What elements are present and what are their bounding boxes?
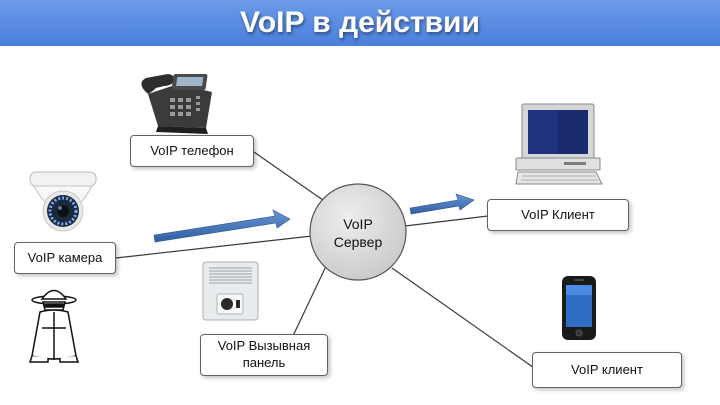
connection-lines (115, 151, 538, 371)
server-label-line2: Сервер (333, 233, 383, 250)
node-voip-doorpanel-label-line2: панель (242, 355, 286, 370)
dome-camera-icon (29, 171, 97, 232)
line-server-client-pc (404, 215, 489, 227)
server-node (309, 183, 407, 281)
node-voip-doorpanel: VoIP Вызывная панель (200, 334, 328, 376)
node-voip-client-mobile: VoIP клиент (532, 352, 682, 388)
line-phone-server (253, 151, 331, 206)
line-camera-server (115, 235, 313, 259)
node-voip-camera: VoIP камера (14, 242, 116, 274)
node-voip-client-mobile-label: VoIP клиент (571, 361, 643, 377)
node-voip-phone: VoIP телефон (130, 135, 254, 167)
spy-icon (28, 289, 80, 363)
smartphone-icon (562, 276, 596, 340)
intercom-panel-icon (202, 261, 259, 321)
line-server-client-mobile (391, 267, 538, 371)
server-label-line1: VoIP (343, 216, 373, 232)
node-voip-phone-label: VoIP телефон (150, 142, 234, 158)
desk-phone-icon (141, 74, 212, 134)
line-server-doorpanel (291, 261, 329, 339)
desktop-computer-icon (515, 103, 603, 185)
node-voip-client-pc: VoIP Клиент (487, 199, 629, 231)
title-bar: VoIP в действии (0, 0, 720, 46)
server-label: VoIP Сервер (306, 216, 410, 251)
arrow-server-to-client (409, 193, 475, 215)
arrow-camera-to-server (153, 209, 291, 243)
node-voip-camera-label: VoIP камера (27, 249, 103, 265)
node-voip-doorpanel-label-line1: VoIP Вызывная (217, 338, 311, 354)
page-title: VoIP в действии (240, 6, 480, 39)
node-voip-client-pc-label: VoIP Клиент (521, 206, 595, 222)
